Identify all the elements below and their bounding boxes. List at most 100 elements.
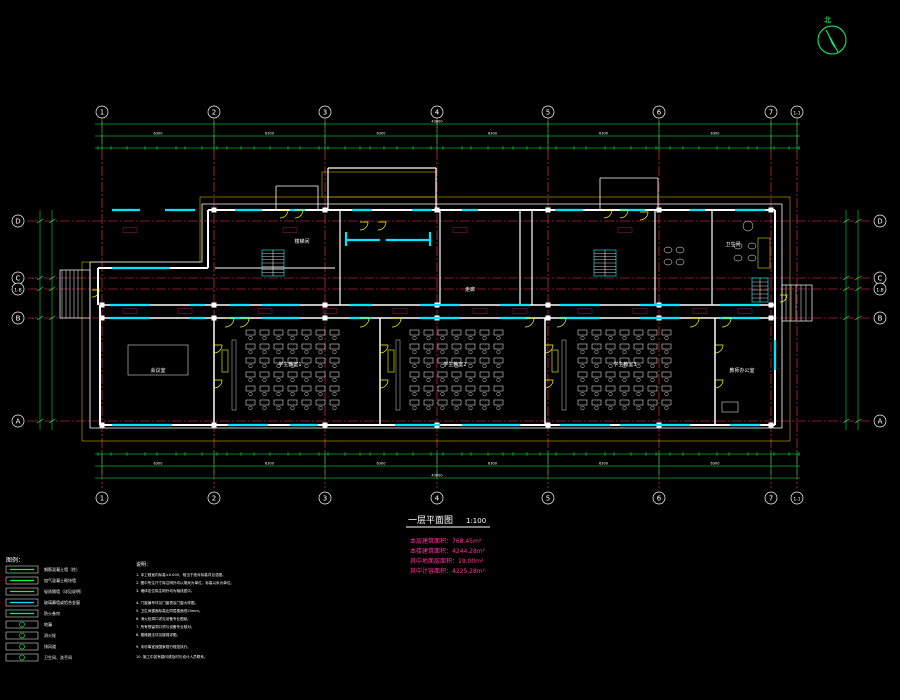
desk: [619, 329, 630, 336]
axis-label: 1: [100, 495, 104, 503]
door-tag: [577, 308, 593, 314]
dim-tick-side: [842, 315, 850, 321]
door: [639, 211, 649, 221]
desk: [315, 343, 326, 350]
toilet-partition: [757, 237, 771, 269]
desk: [591, 329, 602, 336]
door: [379, 344, 389, 354]
door: [239, 317, 250, 328]
chair: [426, 392, 431, 397]
axis-label: A: [16, 418, 21, 426]
desk: [301, 399, 312, 406]
desk: [245, 343, 256, 350]
chair: [318, 336, 323, 341]
desk: [493, 371, 504, 378]
chair: [440, 364, 445, 369]
chair: [304, 392, 309, 397]
desk: [409, 357, 420, 364]
axis-label: 6: [657, 109, 662, 117]
dim-label: 6300: [377, 132, 386, 136]
chair: [318, 364, 323, 369]
door: [556, 317, 567, 328]
north-label: 北: [824, 16, 831, 24]
chair: [622, 392, 627, 397]
door: [359, 317, 370, 328]
axis-bubble: [11, 311, 25, 325]
axis-bubble: [95, 105, 109, 119]
desk: [465, 329, 476, 336]
legend-item-0: 钢筋混凝土墙（柱）: [44, 566, 80, 572]
desk: [451, 343, 462, 350]
desk: [605, 329, 616, 336]
desk: [329, 357, 340, 364]
dim-tick-side: [854, 275, 862, 281]
desk: [633, 329, 644, 336]
chair: [318, 406, 323, 411]
chair: [636, 406, 641, 411]
dim-tick-side: [48, 286, 56, 292]
chair: [262, 336, 267, 341]
desk: [493, 329, 504, 336]
legend-swatch: [5, 565, 39, 574]
desk: [287, 385, 298, 392]
chair: [622, 378, 627, 383]
axis-bubble: [430, 105, 444, 119]
desk: [423, 329, 434, 336]
axis-label: 4: [435, 495, 440, 503]
area-line-2: 本楼建筑面积：4244.28m²: [410, 547, 486, 555]
note-line-8: 9. 未尽事宜按国家现行规范执行。: [136, 644, 191, 649]
dim-tick-side: [36, 218, 44, 224]
desk: [633, 399, 644, 406]
chair: [262, 378, 267, 383]
chair: [454, 392, 459, 397]
axis-bubble: [318, 491, 332, 505]
desk: [245, 399, 256, 406]
desk: [245, 385, 256, 392]
desk: [301, 343, 312, 350]
dim-total-label: 43800: [431, 120, 442, 124]
desk: [465, 343, 476, 350]
door-tag: [737, 308, 753, 314]
chair: [318, 350, 323, 355]
chair: [454, 406, 459, 411]
chair: [664, 392, 669, 397]
note-line-2: 3. 墙体定位除注明外均为轴线居中。: [136, 588, 194, 593]
dim-tick-side: [842, 275, 850, 281]
desk: [287, 357, 298, 364]
desk: [451, 385, 462, 392]
door: [603, 209, 613, 219]
desk: [315, 385, 326, 392]
desk: [315, 357, 326, 364]
desk: [409, 329, 420, 336]
door: [689, 317, 700, 328]
chair: [440, 350, 445, 355]
desk: [315, 329, 326, 336]
desk: [479, 371, 490, 378]
chair: [304, 336, 309, 341]
axis-label: A: [878, 418, 883, 426]
desk: [591, 357, 602, 364]
desk: [437, 343, 448, 350]
desk: [591, 399, 602, 406]
chair: [636, 364, 641, 369]
podium: [551, 349, 559, 373]
desk: [423, 399, 434, 406]
desk: [465, 385, 476, 392]
desk: [409, 371, 420, 378]
desk: [301, 329, 312, 336]
desk: [605, 343, 616, 350]
axis-label: C: [878, 275, 883, 283]
door: [524, 317, 535, 328]
chair: [594, 406, 599, 411]
room-label-meeting: 会议室: [150, 367, 165, 374]
dim-label: 6300: [377, 462, 386, 466]
desk: [465, 371, 476, 378]
desk: [619, 357, 630, 364]
blackboard: [231, 339, 237, 411]
dim-tick-side: [36, 418, 44, 424]
west-entry: [59, 269, 91, 319]
desk: [273, 343, 284, 350]
desk: [437, 371, 448, 378]
desk: [577, 329, 588, 336]
